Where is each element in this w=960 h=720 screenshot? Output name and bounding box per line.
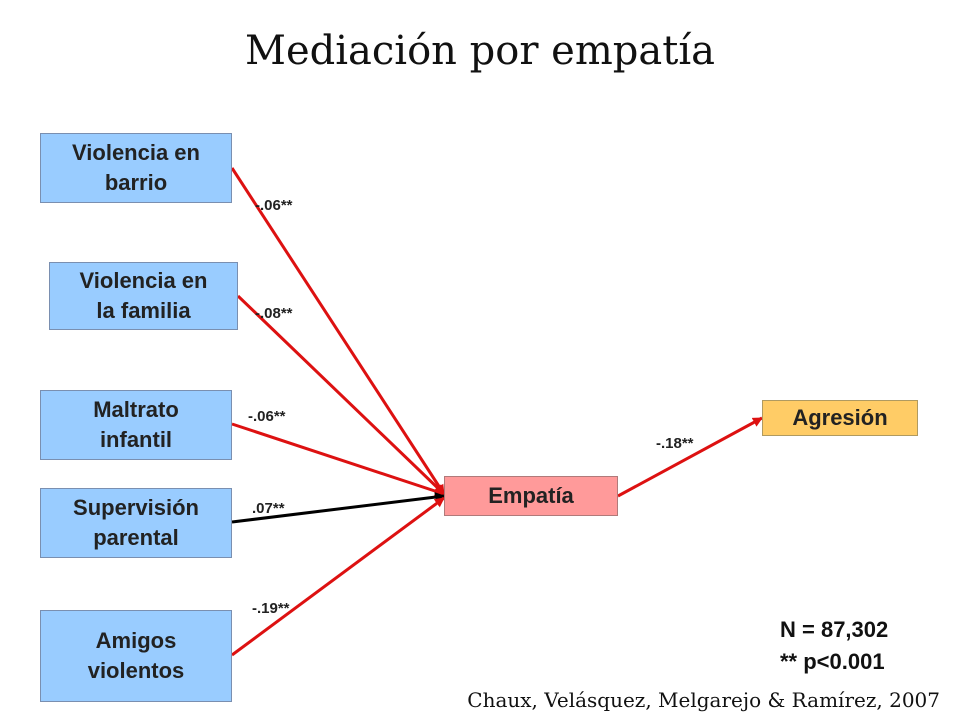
outcome-box-agresion: Agresión xyxy=(762,400,918,436)
path-arrow-agresion xyxy=(617,416,763,498)
predictor-box-violencia-familia: Violencia en la familia xyxy=(49,262,238,330)
coef-label-amigos: -.19** xyxy=(252,600,290,617)
path-arrow-barrio xyxy=(230,167,446,495)
predictor-box-violencia-barrio: Violencia en barrio xyxy=(40,133,232,203)
path-arrow-familia xyxy=(236,294,446,496)
coef-label-agresion: -.18** xyxy=(656,435,694,452)
mediator-box-empatia: Empatía xyxy=(444,476,618,516)
coef-label-familia: -.08** xyxy=(255,305,293,322)
slide-title: Mediación por empatía xyxy=(245,28,715,74)
coef-label-maltrato: -.06** xyxy=(248,408,286,425)
significance-note: ** p<0.001 xyxy=(780,649,885,674)
path-arrow-amigos xyxy=(231,496,445,657)
coef-label-supervision: .07** xyxy=(252,500,285,517)
coef-label-barrio: -.06** xyxy=(255,197,293,214)
path-arrow-maltrato xyxy=(231,422,445,496)
citation: Chaux, Velásquez, Melgarejo & Ramírez, 2… xyxy=(467,688,940,712)
sample-size-note: N = 87,302 xyxy=(780,617,889,642)
path-arrow-supervision xyxy=(231,492,445,524)
predictor-box-amigos-violentos: Amigos violentos xyxy=(40,610,232,702)
predictor-box-supervision-parental: Supervisión parental xyxy=(40,488,232,558)
predictor-box-maltrato-infantil: Maltrato infantil xyxy=(40,390,232,460)
